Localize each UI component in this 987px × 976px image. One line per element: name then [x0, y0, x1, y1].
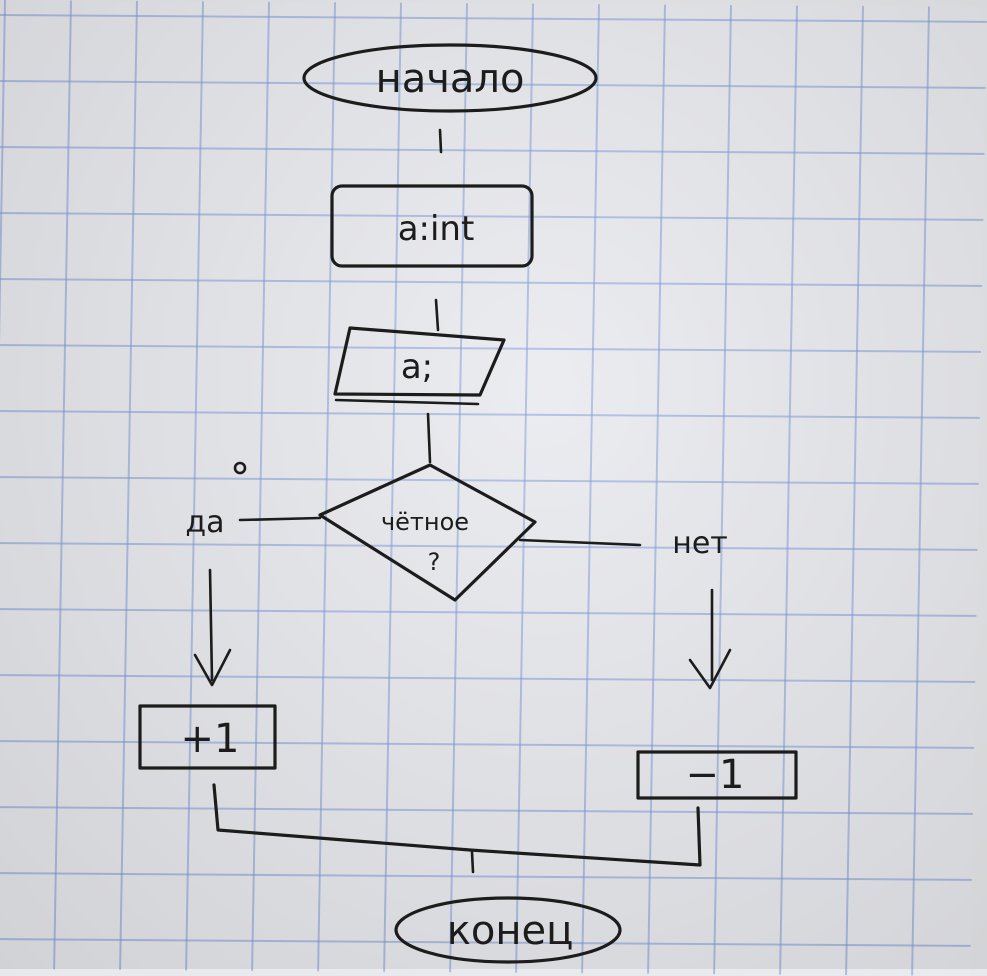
yes-branch: да	[185, 461, 322, 687]
decision-question-mark: ?	[428, 548, 441, 576]
decision-node: чётное ?	[318, 463, 537, 602]
start-oval	[302, 43, 598, 113]
merge-connector	[212, 783, 702, 867]
declare-node: a:int	[330, 184, 534, 268]
end-oval	[394, 896, 622, 964]
decision-diamond	[318, 463, 537, 602]
end-label: конец	[447, 908, 574, 954]
no-branch: нет	[518, 526, 732, 690]
input-node: a;	[333, 326, 506, 406]
yes-label: да	[185, 505, 224, 540]
connector-input-decision	[426, 412, 432, 464]
no-action-node: −1	[636, 750, 798, 800]
connector-merge-end	[470, 850, 475, 874]
yes-arrow-head	[193, 648, 232, 687]
decision-label: чётное	[381, 508, 469, 536]
connector-start-declare	[438, 128, 443, 154]
input-underline	[334, 398, 480, 406]
end-node: конец	[394, 896, 622, 964]
no-branch-line	[518, 538, 642, 547]
input-parallelogram	[333, 326, 506, 397]
start-label: начало	[376, 56, 525, 102]
input-label: a;	[401, 347, 433, 387]
no-label: нет	[672, 526, 728, 561]
no-arrow-head	[688, 648, 732, 690]
no-action-label: −1	[686, 752, 745, 798]
yes-action-box	[138, 704, 277, 770]
yes-arrow-shaft	[208, 568, 214, 682]
yes-mark-circle	[233, 461, 247, 475]
yes-branch-line	[238, 516, 322, 522]
declare-box	[330, 184, 534, 268]
yes-action-node: +1	[138, 704, 277, 770]
start-node: начало	[302, 43, 598, 113]
yes-action-label: +1	[181, 716, 240, 762]
connector-declare-input	[434, 298, 440, 332]
declare-label: a:int	[398, 209, 475, 249]
no-action-box	[636, 750, 798, 800]
